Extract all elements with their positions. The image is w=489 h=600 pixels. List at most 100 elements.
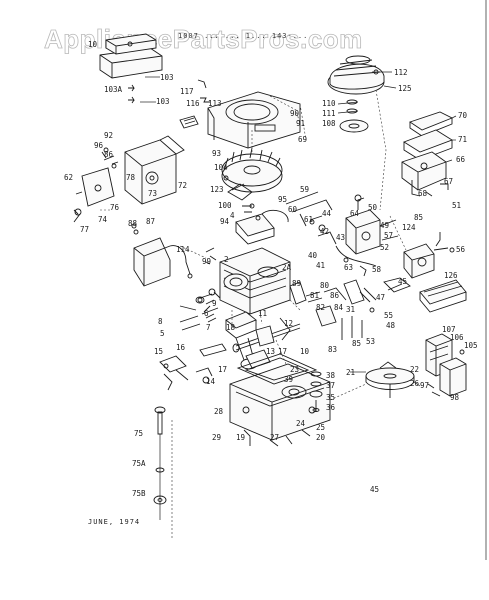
- callout-107: 107: [442, 325, 456, 334]
- callout-18: 18: [226, 323, 236, 332]
- callout-22: 22: [410, 365, 419, 374]
- callout-53: 53: [366, 337, 375, 346]
- callout-19: 19: [236, 433, 245, 442]
- callout-56: 56: [456, 245, 466, 254]
- callout-94: 94: [220, 217, 230, 226]
- callout-58: 58: [372, 265, 382, 274]
- callout-104: 104: [214, 163, 228, 172]
- callout-86b: 86: [330, 291, 340, 300]
- callout-108: 108: [322, 119, 336, 128]
- callout-37: 37: [326, 381, 335, 390]
- sump-cover: [229, 363, 331, 447]
- flywheel: [221, 147, 283, 201]
- callout-103b: 103: [156, 97, 170, 106]
- callout-112: 112: [394, 68, 408, 77]
- callout-5: 5: [160, 329, 165, 338]
- callout-24: 24: [296, 419, 306, 428]
- callout-51: 51: [452, 201, 461, 210]
- callout-42: 42: [320, 227, 329, 236]
- callout-44: 44: [322, 209, 332, 218]
- callout-92: 92: [104, 131, 113, 140]
- callout-103: 103: [160, 73, 174, 82]
- governor-gear-stack: [309, 371, 323, 412]
- callout-83: 83: [328, 345, 337, 354]
- callout-123: 123: [210, 185, 224, 194]
- air-cleaner-assembly: [99, 33, 163, 104]
- callout-9: 9: [212, 299, 217, 308]
- callout-20: 20: [316, 433, 326, 442]
- callout-82: 82: [316, 303, 325, 312]
- callout-28: 28: [214, 407, 224, 416]
- fuel-filter: [383, 232, 455, 293]
- camshaft-valves: [289, 279, 403, 340]
- callout-7: 7: [206, 323, 211, 332]
- callout-48: 48: [386, 321, 396, 330]
- callout-113: 113: [208, 99, 222, 108]
- callout-12: 12: [284, 319, 293, 328]
- brake-linkage: [159, 343, 227, 391]
- callout-80: 80: [320, 281, 330, 290]
- callout-25: 25: [316, 423, 325, 432]
- callout-36: 36: [326, 403, 336, 412]
- callout-110: 110: [322, 99, 336, 108]
- callout-2: 2: [224, 255, 229, 264]
- callout-95: 95: [278, 195, 287, 204]
- callout-55: 55: [384, 311, 393, 320]
- recoil-starter: [327, 55, 385, 133]
- callout-47: 47: [376, 293, 385, 302]
- governor-linkage: [285, 191, 337, 245]
- callout-100: 100: [218, 201, 232, 210]
- callout-77: 77: [80, 225, 89, 234]
- callout-124: 124: [402, 223, 416, 232]
- callout-75b: 75B: [132, 489, 146, 498]
- callout-96: 96: [94, 141, 104, 150]
- callout-62: 62: [64, 173, 73, 182]
- ignition-coil: [235, 203, 289, 245]
- callout-60: 60: [288, 205, 298, 214]
- callout-88: 88: [128, 219, 138, 228]
- callout-50: 50: [368, 203, 378, 212]
- fuel-tank: [401, 111, 454, 197]
- callout-71: 71: [458, 135, 467, 144]
- callout-38: 38: [326, 371, 336, 380]
- callout-75: 75: [134, 429, 143, 438]
- cylinder-block: [205, 247, 291, 315]
- carburetor-assembly: [335, 194, 399, 277]
- callout-116: 116: [186, 99, 200, 108]
- callout-85b: 85: [352, 339, 361, 348]
- callout-117: 117: [180, 87, 194, 96]
- watermark-text: AppliancePartsPros.com: [44, 24, 363, 54]
- model-header-text: 1007 ... ... 1... 143-...: [178, 32, 308, 40]
- callout-17b: 17: [218, 365, 227, 374]
- callout-126: 126: [444, 271, 458, 280]
- callout-69: 69: [298, 135, 307, 144]
- callout-63: 63: [344, 263, 353, 272]
- callout-8: 8: [158, 317, 163, 326]
- callout-40: 40: [308, 251, 318, 260]
- callout-21: 21: [346, 368, 355, 377]
- callout-11: 11: [258, 309, 267, 318]
- callout-52: 52: [380, 243, 389, 252]
- blade-adapter: [365, 361, 415, 398]
- assembly-guide-lines: [100, 89, 407, 401]
- callout-4: 4: [230, 211, 235, 220]
- callout-68: 68: [418, 189, 428, 198]
- callout-2a: 2A: [282, 263, 292, 272]
- callout-87: 87: [146, 217, 155, 226]
- callout-59: 59: [300, 185, 309, 194]
- callout-10: 10: [88, 40, 98, 49]
- callout-43: 43: [336, 233, 345, 242]
- footer-date: JUNE, 1974: [88, 518, 140, 526]
- callout-64: 64: [350, 209, 360, 218]
- callout-10b: 10: [300, 347, 310, 356]
- callout-78: 78: [126, 173, 136, 182]
- callout-86: 86: [104, 150, 114, 159]
- callout-45: 45: [398, 277, 407, 286]
- callout-76: 76: [110, 203, 120, 212]
- callout-57: 57: [384, 231, 393, 240]
- part-callouts: 10 103 103A 103 117 116 113 112 125 110 …: [64, 40, 478, 498]
- footer-note: 45: [370, 485, 379, 494]
- gasket: [236, 353, 318, 385]
- callout-41: 41: [316, 261, 325, 270]
- callout-67: 67: [444, 177, 453, 186]
